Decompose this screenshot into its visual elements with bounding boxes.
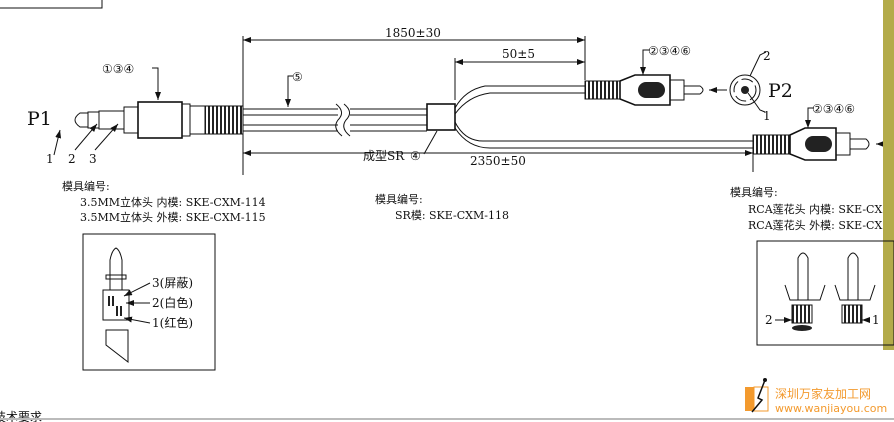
inset_left-labels-1: 2(白色) (152, 295, 193, 310)
sr-molding: 成型SR ④ (363, 85, 753, 163)
notes-middle-lines-0: SR模: SKE-CXM-118 (395, 209, 509, 222)
labels-p2_pins-0: 2 (763, 49, 771, 63)
inset_left-labels-0: 3(屏蔽) (152, 276, 193, 290)
labels-molding_bubble: ④ (410, 149, 421, 163)
bubble-rca2: ②③④⑥ (812, 102, 855, 116)
dimensions-branch: 50±5 (502, 47, 535, 61)
rca-plug-2: ②③④⑥ (752, 102, 894, 161)
p1-stereo-plug: P1 1 2 3 ①③④ (27, 62, 244, 166)
inset_left-labels-2: 1(红色) (152, 315, 193, 330)
p2-end-view: P2 2 1 (729, 49, 793, 123)
dimensions-overall: 1850±30 (385, 26, 441, 40)
labels-p2_pins-1: 1 (763, 109, 771, 123)
title-frame (0, 0, 103, 9)
labels-p1_pins-2: 3 (89, 152, 97, 166)
main-cable: ⑤ (243, 70, 427, 137)
bubble-plug: ①③④ (102, 62, 134, 76)
labels-p1_pins-0: 1 (46, 152, 54, 166)
logo-name: 深圳万家友加工网 (775, 386, 871, 401)
footer-text: 技术要求 (0, 410, 42, 422)
bubble-cable: ⑤ (292, 70, 303, 84)
notes-right: 模具编号: RCA莲花头 内模: SKE-CX RCA莲花头 外模: SKE-C… (730, 185, 882, 232)
notes-middle: 模具编号: SR模: SKE-CXM-118 (375, 192, 509, 222)
inset-rca-wiring: 2 1 (756, 240, 894, 346)
notes-left-title: 模具编号: (62, 179, 110, 193)
bubble-rca1: ②③④⑥ (648, 44, 691, 58)
notes-middle-title: 模具编号: (375, 192, 423, 206)
labels-p2: P2 (768, 80, 793, 102)
notes-right-title: 模具编号: (730, 185, 778, 199)
labels-p1: P1 (27, 108, 52, 130)
logo-url: www.wanjiayou.com (775, 402, 887, 415)
dimension-long-branch: 2350±50 (243, 140, 754, 172)
dimension-branch: 50±5 (454, 47, 585, 100)
side-strip (883, 0, 894, 350)
site-logo: 深圳万家友加工网 www.wanjiayou.com (745, 378, 887, 415)
notes-left-lines-0: 3.5MM立体头 内模: SKE-CXM-114 (80, 195, 266, 209)
notes-right-lines-0: RCA莲花头 内模: SKE-CX (748, 202, 882, 216)
inset-plug-wiring: 3(屏蔽) 2(白色) 1(红色) (82, 233, 216, 371)
notes-right-lines-1: RCA莲花头 外模: SKE-CX (748, 219, 882, 232)
inset_right-labels-0: 2 (765, 313, 773, 327)
rca-plug-1: ②③④⑥ (584, 44, 727, 106)
dimensions-long_branch: 2350±50 (470, 154, 526, 168)
labels-p1_pins-1: 2 (68, 152, 76, 166)
notes-left: 模具编号: 3.5MM立体头 内模: SKE-CXM-114 3.5MM立体头 … (62, 179, 266, 224)
notes-left-lines-1: 3.5MM立体头 外模: SKE-CXM-115 (80, 210, 266, 224)
inset_right-labels-1: 1 (872, 313, 880, 327)
labels-molding: 成型SR (363, 149, 405, 163)
